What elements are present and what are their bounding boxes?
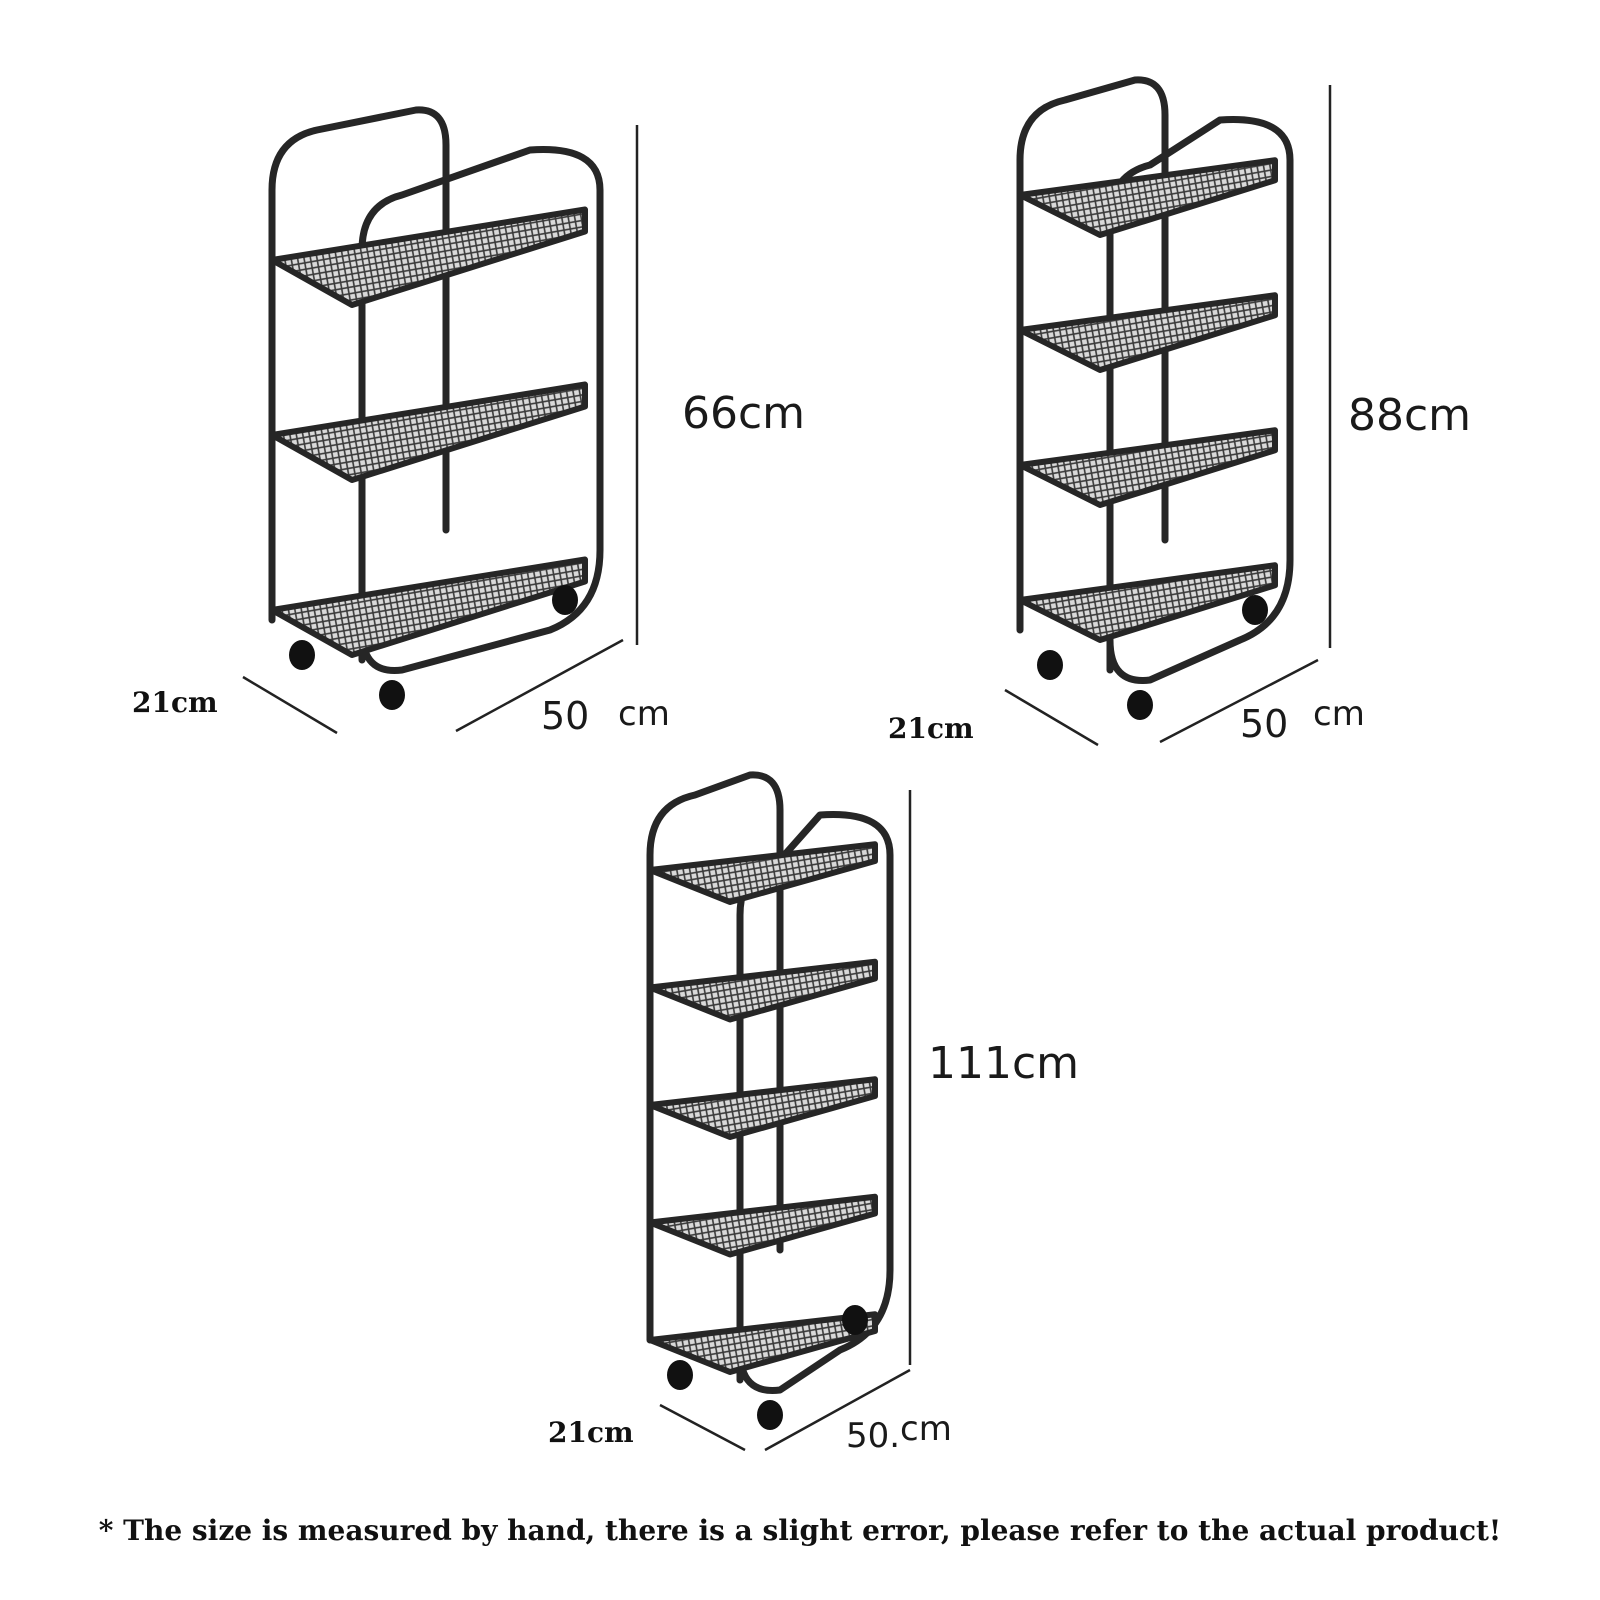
cart-4-tier-frame — [1016, 76, 1294, 684]
caster-wheel — [289, 640, 315, 670]
width-number: 50 — [1240, 702, 1288, 746]
cart-3-tier-frame — [268, 106, 604, 674]
depth-label: 21cm — [132, 686, 218, 719]
caster-wheel — [1037, 650, 1063, 680]
mesh-shelf — [647, 1076, 878, 1140]
mesh-shelf — [1017, 157, 1278, 238]
front-frame — [358, 146, 604, 674]
width-dimension-line — [455, 638, 624, 733]
cart-4-tier-wheels — [1037, 595, 1268, 720]
depth-dimension-line — [659, 1403, 746, 1452]
depth-label: 21cm — [548, 1416, 634, 1449]
height-label: 66cm — [682, 388, 805, 439]
cart-5-tier-wheels — [667, 1305, 868, 1430]
mesh-shelf — [1017, 292, 1278, 373]
back-frame — [646, 771, 784, 1344]
caster-wheel — [842, 1305, 868, 1335]
mesh-shelf — [1017, 562, 1278, 643]
caster-wheel — [757, 1400, 783, 1430]
cart-4-tier — [1016, 76, 1294, 720]
mesh-shelf — [647, 958, 878, 1023]
width-dimension-line — [1159, 658, 1319, 744]
cart-3-tier-wheels — [289, 585, 578, 710]
mesh-shelf — [269, 206, 588, 308]
height-label: 111cm — [928, 1038, 1079, 1089]
caster-wheel — [552, 585, 578, 615]
mesh-shelf — [647, 841, 878, 905]
width-number: 50 — [541, 694, 589, 738]
caster-wheel — [379, 680, 405, 710]
caster-wheel — [1242, 595, 1268, 625]
mesh-shelf — [647, 1193, 878, 1258]
measurement-disclaimer: * The size is measured by hand, there is… — [98, 1514, 1502, 1547]
width-dimension-line — [764, 1368, 911, 1452]
cart-5-tier — [646, 771, 894, 1430]
caster-wheel — [1127, 690, 1153, 720]
depth-dimension-line — [242, 675, 338, 735]
caster-wheel — [667, 1360, 693, 1390]
width-unit: cm — [900, 1409, 952, 1449]
front-frame — [1106, 116, 1294, 684]
cart-3-tier — [268, 106, 604, 710]
mesh-shelf — [269, 381, 588, 483]
back-frame — [1016, 76, 1169, 634]
mesh-shelf — [269, 556, 588, 658]
width-number: 50. — [846, 1416, 900, 1456]
back-frame — [268, 106, 450, 624]
mesh-shelf — [1017, 427, 1278, 508]
depth-dimension-line — [1004, 688, 1099, 747]
cart-5-tier-frame — [646, 771, 894, 1394]
mesh-shelf — [647, 1311, 878, 1375]
width-unit: cm — [618, 694, 670, 734]
height-label: 88cm — [1348, 390, 1471, 441]
depth-label: 21cm — [888, 712, 974, 745]
width-unit: cm — [1313, 694, 1365, 734]
